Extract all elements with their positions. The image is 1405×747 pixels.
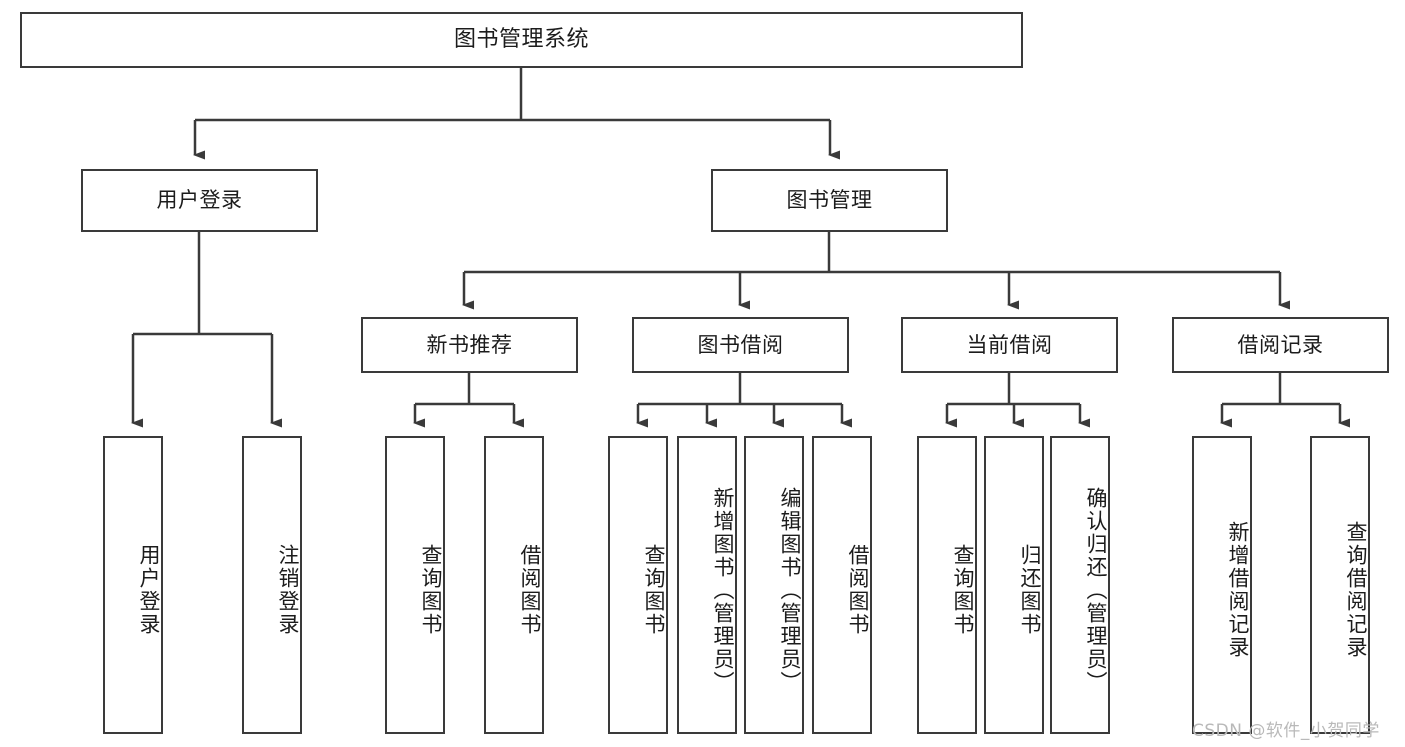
node-leaf-borrow-book-2[interactable]: 借阅图书 (812, 436, 872, 734)
watermark: CSDN @软件_小贺同学 (1192, 721, 1380, 741)
node-label: 借阅图书 (846, 544, 870, 636)
node-leaf-query-book-1[interactable]: 查询图书 (385, 436, 445, 734)
node-borrow-record[interactable]: 借阅记录 (1172, 317, 1389, 373)
node-label: 查询图书 (419, 544, 443, 636)
node-label: 当前借阅 (966, 332, 1053, 357)
node-label: 查询图书 (951, 544, 975, 636)
node-label: 图书管理系统 (453, 27, 589, 53)
node-leaf-query-record[interactable]: 查询借阅记录 (1310, 436, 1370, 734)
node-label: 用户登录 (156, 188, 243, 213)
node-leaf-edit-book[interactable]: 编辑图书（管理员） (744, 436, 804, 734)
node-user-login[interactable]: 用户登录 (81, 169, 318, 232)
node-label: 借阅记录 (1237, 332, 1324, 357)
node-new-book-recommend[interactable]: 新书推荐 (361, 317, 578, 373)
node-leaf-borrow-book-1[interactable]: 借阅图书 (484, 436, 544, 734)
node-leaf-return-book[interactable]: 归还图书 (984, 436, 1044, 734)
node-leaf-user-logout[interactable]: 注销登录 (242, 436, 302, 734)
node-leaf-add-book[interactable]: 新增图书（管理员） (677, 436, 737, 734)
node-leaf-add-record[interactable]: 新增借阅记录 (1192, 436, 1252, 734)
node-label: 归还图书 (1018, 544, 1042, 636)
node-book-manage[interactable]: 图书管理 (711, 169, 948, 232)
node-leaf-confirm-return[interactable]: 确认归还（管理员） (1050, 436, 1110, 734)
node-label: 新增借阅记录 (1226, 521, 1250, 659)
node-label: 用户登录 (137, 544, 161, 636)
node-leaf-query-book-2[interactable]: 查询图书 (608, 436, 668, 734)
node-label: 查询借阅记录 (1344, 521, 1368, 659)
node-label: 新增图书（管理员） (711, 486, 735, 694)
node-leaf-user-login[interactable]: 用户登录 (103, 436, 163, 734)
node-book-borrow[interactable]: 图书借阅 (632, 317, 849, 373)
node-label: 借阅图书 (518, 544, 542, 636)
node-label: 确认归还（管理员） (1084, 486, 1108, 694)
node-label: 注销登录 (276, 544, 300, 636)
node-label: 新书推荐 (426, 332, 513, 357)
node-label: 图书管理 (786, 188, 873, 213)
node-label: 查询图书 (642, 544, 666, 636)
node-root-system[interactable]: 图书管理系统 (20, 12, 1023, 68)
node-label: 图书借阅 (697, 332, 784, 357)
node-leaf-query-book-3[interactable]: 查询图书 (917, 436, 977, 734)
node-label: 编辑图书（管理员） (778, 486, 802, 694)
node-current-borrow[interactable]: 当前借阅 (901, 317, 1118, 373)
